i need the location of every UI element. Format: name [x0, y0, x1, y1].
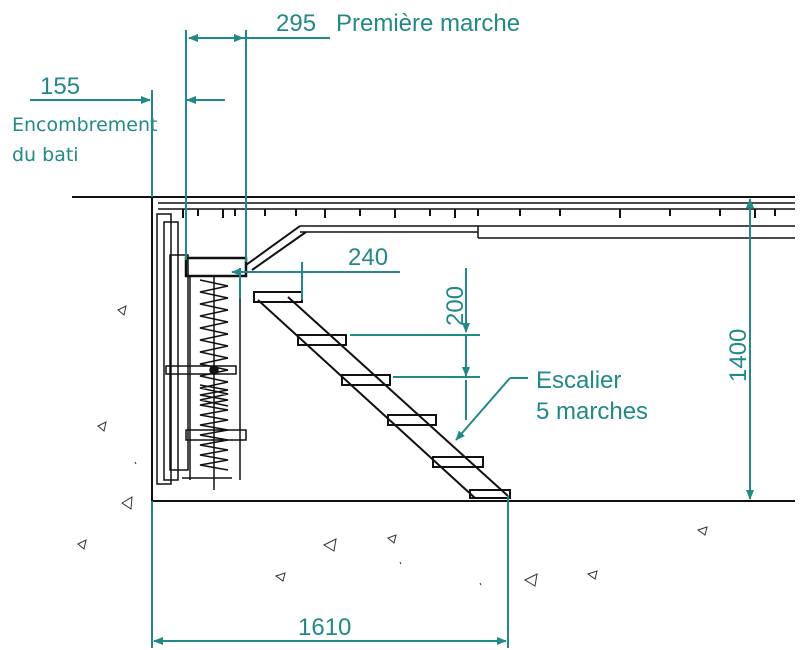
dimension-1610-value: 1610	[298, 614, 351, 641]
dimension-200-value: 200	[442, 286, 469, 326]
staircase-note-line2: 5 marches	[536, 398, 648, 425]
stair-stringer-left	[257, 299, 476, 499]
dimension-155-caption-line1: Encombrement	[12, 114, 157, 136]
dimension-200	[350, 268, 480, 420]
stair-step	[253, 291, 303, 303]
stair-step	[387, 414, 437, 426]
staircase-leader	[455, 377, 528, 441]
stair-step	[297, 334, 347, 346]
spring-upper	[199, 279, 229, 407]
stair-stringer-right	[287, 296, 509, 497]
pit-outline	[72, 196, 795, 502]
lifting-mechanism	[156, 213, 307, 490]
pit-cover-structure	[158, 202, 795, 239]
dimension-155-caption-line2: du bati	[12, 144, 79, 166]
dimension-295-caption: Première marche	[336, 10, 520, 37]
dimension-1610	[151, 496, 509, 648]
dimension-1400-value: 1400	[725, 329, 752, 382]
staircase	[253, 291, 511, 499]
dimension-155-value: 155	[40, 73, 80, 100]
dimension-240	[231, 262, 400, 300]
stair-step	[432, 456, 484, 468]
stair-foot	[469, 489, 511, 499]
stair-step	[341, 374, 391, 386]
staircase-note-line1: Escalier	[536, 367, 621, 394]
dimension-155	[30, 30, 225, 260]
dimension-295-value: 295	[276, 10, 316, 37]
dimension-295	[188, 30, 330, 262]
dimension-240-value: 240	[348, 244, 388, 271]
spring-lower	[199, 384, 229, 471]
concrete-hatch	[77, 305, 708, 587]
